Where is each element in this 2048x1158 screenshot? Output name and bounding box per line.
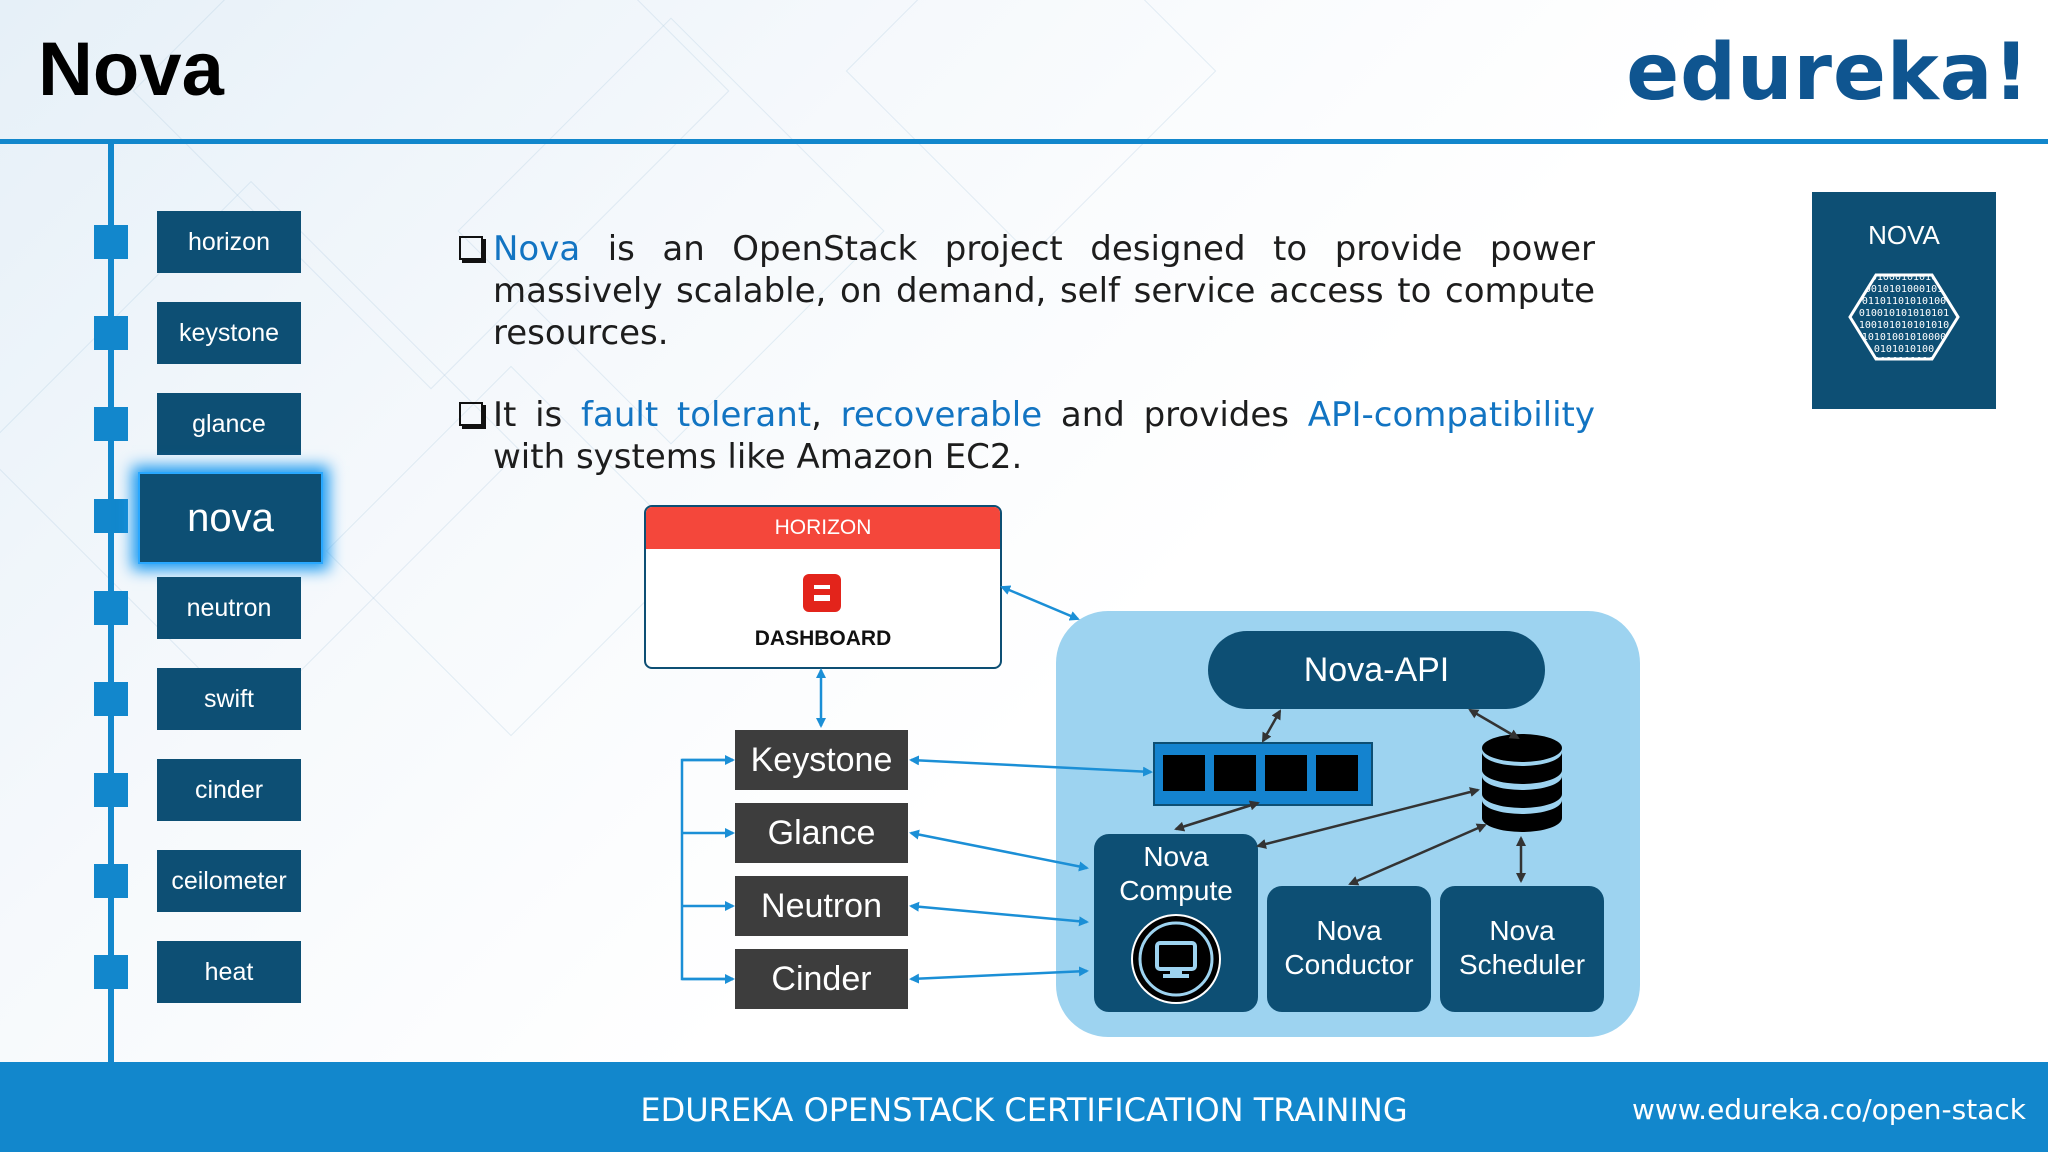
bullet-highlight: API-compatibility	[1307, 395, 1595, 435]
footer-url: www.edureka.co/open-stack	[1632, 1093, 2026, 1126]
brand-logo: edureka!	[1626, 28, 2030, 118]
queue-slot	[1265, 755, 1307, 791]
sidebar-item-keystone[interactable]: keystone	[157, 302, 301, 364]
bullet-text: with systems like Amazon EC2.	[493, 437, 1023, 477]
timeline-node	[94, 773, 128, 807]
nova-badge-label: NOVA	[1868, 220, 1940, 250]
timeline-node	[94, 682, 128, 716]
binary-text-line: 100101010101010	[1859, 320, 1949, 331]
nova-compute-line1: Nova	[1143, 841, 1209, 872]
footer-title: EDUREKA OPENSTACK CERTIFICATION TRAINING	[640, 1091, 1408, 1129]
nova-scheduler-line1: Nova	[1489, 915, 1555, 946]
bullet-item: It is fault tolerant, recoverable and pr…	[455, 394, 1595, 478]
binary-text-line: 01101101010100	[1862, 296, 1946, 307]
hexagon-binary-icon: 0100010101000101010001010110110101010001…	[1848, 272, 1960, 367]
timeline-node	[94, 955, 128, 989]
sidebar-item-swift[interactable]: swift	[157, 668, 301, 730]
service-neutron: Neutron	[735, 876, 908, 936]
connector-line	[1348, 823, 1487, 886]
page-title: Nova	[38, 27, 224, 112]
connector-line	[1256, 787, 1480, 849]
bullet-text: is an OpenStack project designed to prov…	[493, 229, 1595, 353]
binary-text-line: 1010101010	[1874, 356, 1934, 367]
connector-line	[680, 758, 733, 981]
monitor-icon	[1131, 914, 1221, 1004]
bullet-text: ,	[811, 395, 841, 435]
dashboard-label: DASHBOARD	[754, 627, 892, 650]
sidebar-item-nova[interactable]: nova	[138, 472, 323, 564]
nova-compute-line2: Compute	[1119, 875, 1233, 906]
connector-line	[1468, 708, 1520, 740]
queue-slot	[1316, 755, 1358, 791]
sidebar-item-ceilometer[interactable]: ceilometer	[157, 850, 301, 912]
openstack-logo-icon	[803, 574, 841, 612]
nova-scheduler-box: Nova Scheduler	[1437, 883, 1607, 1015]
bullet-item: Nova is an OpenStack project designed to…	[455, 228, 1595, 354]
service-cinder: Cinder	[735, 949, 908, 1009]
timeline-node	[94, 499, 128, 533]
service-glance: Glance	[735, 803, 908, 863]
bullet-highlight: Nova	[493, 229, 581, 269]
sidebar-item-horizon[interactable]: horizon	[157, 211, 301, 273]
timeline-node	[94, 316, 128, 350]
timeline-node	[94, 591, 128, 625]
nova-conductor-line2: Conductor	[1284, 949, 1414, 980]
sidebar-item-heat[interactable]: heat	[157, 941, 301, 1003]
connector-line	[909, 755, 1153, 777]
connector-line	[909, 829, 1089, 872]
connector-line	[909, 901, 1089, 927]
connector-line	[909, 966, 1089, 984]
bullet-highlight: recoverable	[840, 395, 1043, 435]
nova-compute-box: Nova Compute	[1091, 831, 1261, 1015]
footer-bar: EDUREKA OPENSTACK CERTIFICATION TRAINING…	[0, 1062, 2048, 1152]
queue-slot	[1214, 755, 1256, 791]
binary-text-line: 010010101010101	[1859, 308, 1949, 319]
header-divider	[0, 139, 2048, 144]
sidebar-item-glance[interactable]: glance	[157, 393, 301, 455]
nova-conductor-line1: Nova	[1316, 915, 1382, 946]
binary-text-line: 01000101010	[1871, 272, 1937, 283]
service-keystone: Keystone	[735, 730, 908, 790]
database-icon	[1482, 734, 1562, 832]
binary-text-line: 0101010100	[1874, 344, 1934, 355]
timeline-node	[94, 225, 128, 259]
sidebar-item-neutron[interactable]: neutron	[157, 577, 301, 639]
timeline-node	[94, 864, 128, 898]
timeline-node	[94, 407, 128, 441]
binary-text-line: 10101001010000	[1862, 332, 1946, 343]
connector-line	[1261, 709, 1282, 743]
sidebar-item-cinder[interactable]: cinder	[157, 759, 301, 821]
binary-text-line: 0010101000101	[1865, 284, 1943, 295]
bullet-text: and provides	[1042, 395, 1308, 435]
bullet-text: It is	[493, 395, 582, 435]
connector-line	[1000, 585, 1080, 621]
checkbox-bullet-icon	[459, 402, 483, 426]
nova-scheduler-line2: Scheduler	[1458, 949, 1586, 980]
connector-line	[1174, 800, 1260, 832]
horizon-header: HORIZON	[646, 507, 1000, 549]
checkbox-bullet-icon	[459, 236, 483, 260]
bullet-highlight: fault tolerant	[581, 395, 812, 435]
bullet-list: Nova is an OpenStack project designed to…	[455, 228, 1595, 518]
queue-slot	[1163, 755, 1205, 791]
nova-api-box: Nova-API	[1208, 631, 1545, 709]
nova-conductor-box: Nova Conductor	[1264, 883, 1434, 1015]
